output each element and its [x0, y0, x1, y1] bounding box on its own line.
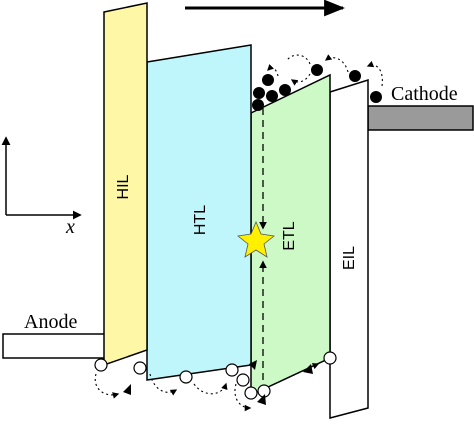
arrowhead	[303, 364, 313, 374]
arrowhead	[249, 360, 257, 370]
hil-label: HIL	[115, 174, 132, 199]
star-icon	[237, 220, 275, 258]
electron	[266, 90, 278, 102]
electron	[252, 99, 264, 111]
hole-hop-arrows	[94, 363, 320, 412]
electron-hop-arrow	[324, 54, 349, 73]
electron-hop-arrow	[366, 60, 383, 87]
hole	[179, 370, 193, 384]
anode-electrode	[2, 333, 112, 359]
electron-group	[252, 64, 382, 111]
electron-hop-arrow	[286, 54, 311, 65]
hole-arrowheads	[123, 360, 313, 405]
htl-label: HTL	[192, 205, 209, 235]
electron	[311, 64, 323, 76]
arrowhead	[123, 384, 131, 395]
cathode-electrode	[367, 105, 474, 131]
electron	[262, 74, 274, 86]
electron	[370, 91, 382, 103]
arrowhead	[257, 394, 266, 405]
cathode-label: Cathode	[391, 83, 458, 105]
electron-hop-arrow	[267, 63, 279, 77]
electron-hop-arrows	[267, 54, 383, 87]
hole	[244, 386, 258, 400]
hil-layer	[103, 2, 148, 367]
anode-label: Anode	[24, 311, 77, 333]
electron-hop-arrow	[290, 73, 311, 86]
eil-label: EIL	[341, 246, 358, 270]
hole-hop-arrow	[193, 382, 228, 395]
electron	[349, 70, 361, 82]
electron	[253, 87, 265, 99]
axis-group: x	[1, 136, 82, 238]
hole	[323, 351, 337, 365]
hole	[133, 361, 147, 375]
electron	[279, 84, 291, 96]
hole	[236, 373, 250, 387]
axis-label: x	[65, 216, 75, 238]
hole	[225, 363, 239, 377]
hole	[94, 358, 108, 372]
hole-group	[94, 351, 337, 400]
hole-hop-arrow	[94, 373, 120, 399]
etl-label: ETL	[281, 221, 298, 250]
